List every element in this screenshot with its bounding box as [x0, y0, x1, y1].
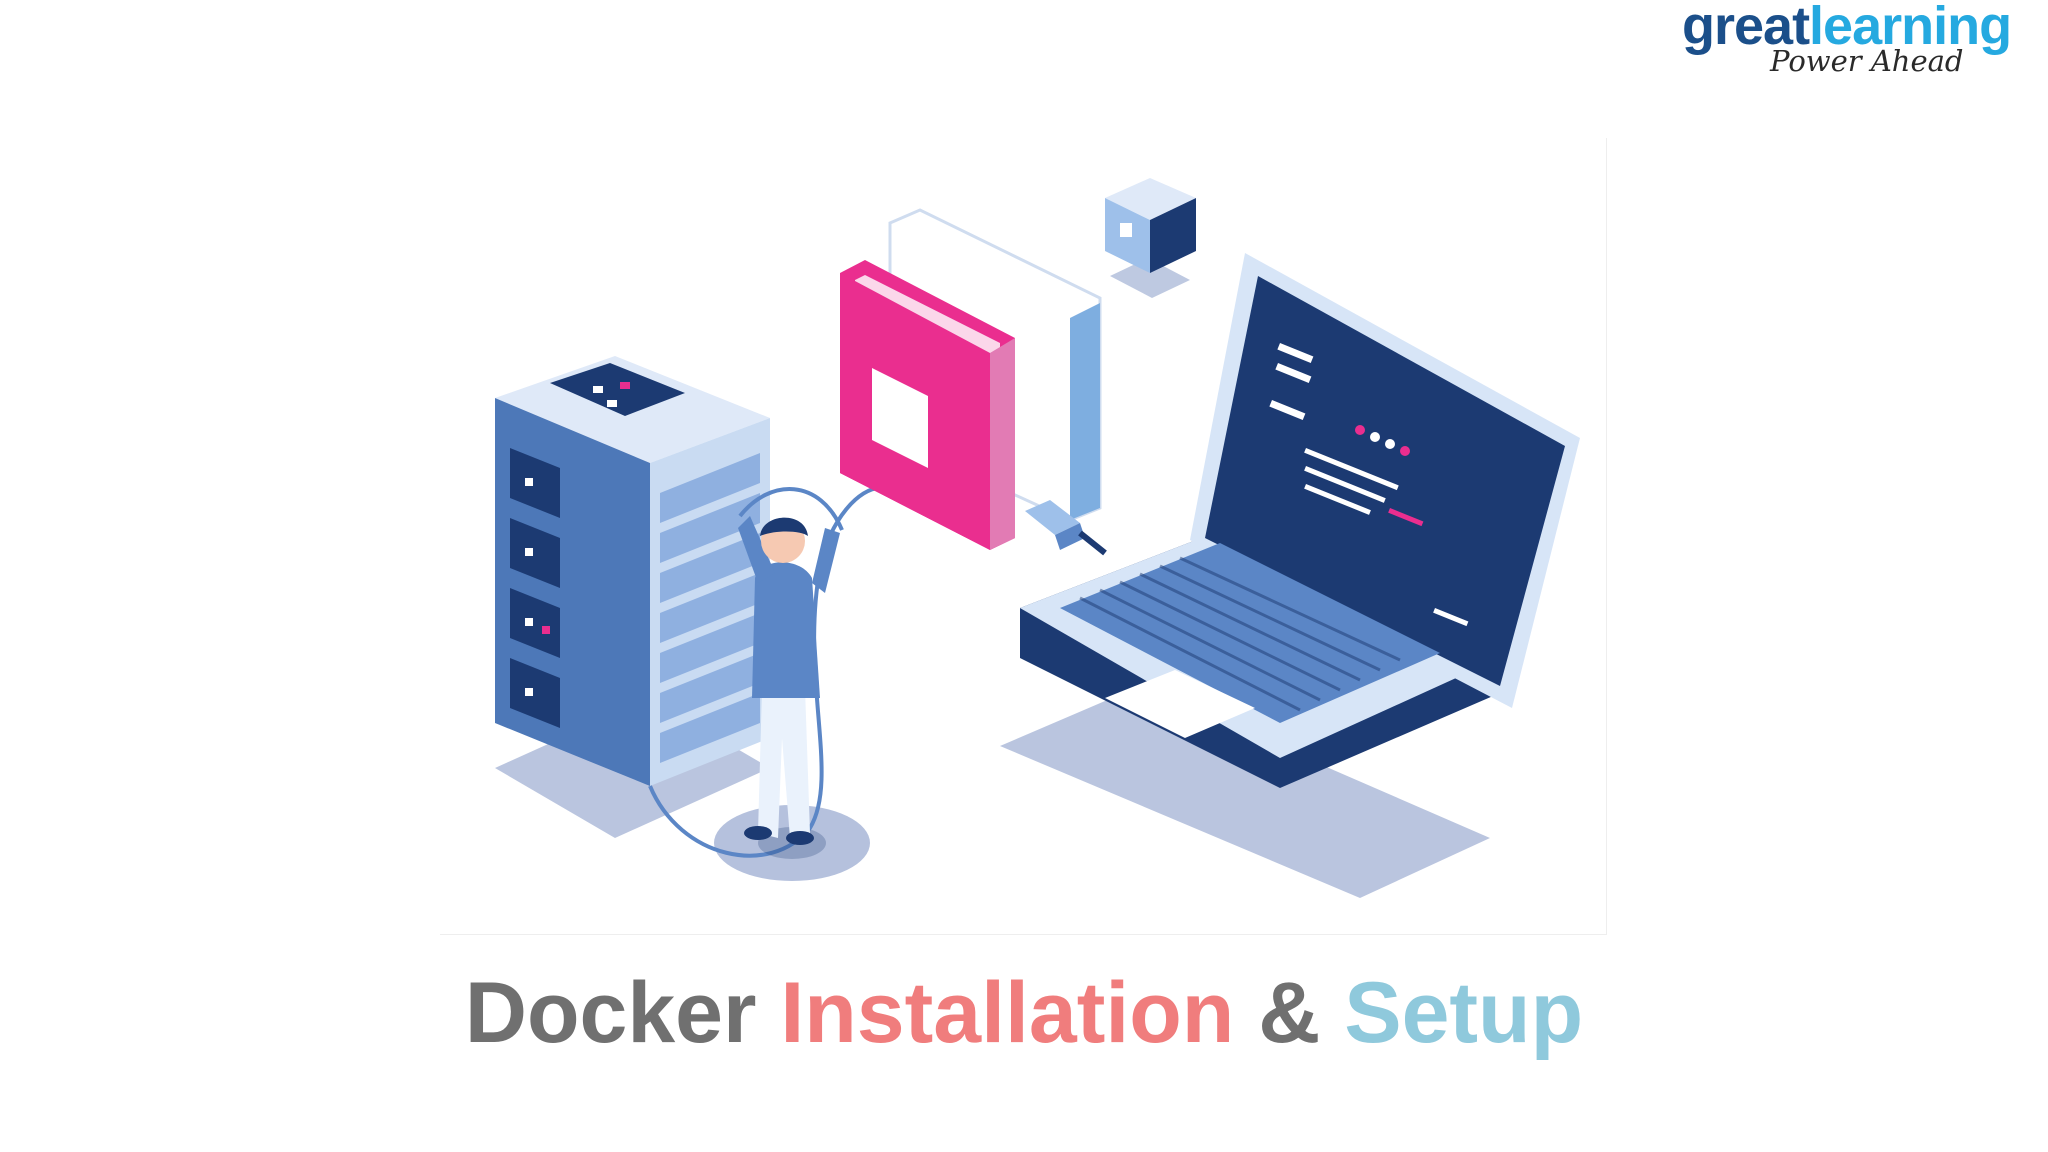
illustration-canvas: [495, 178, 1580, 898]
book-icon: [840, 208, 1102, 550]
brand-wordmark: greatlearning: [1682, 0, 2012, 56]
brand-tagline: Power Ahead: [1770, 44, 1964, 78]
title-word-setup: Setup: [1344, 965, 1584, 1061]
brand-logo: greatlearning Power Ahead: [1676, 0, 2048, 80]
plug-icon: [1025, 500, 1107, 556]
cable-line: [648, 486, 881, 858]
brand-wordmark-part1: great: [1682, 0, 1810, 56]
server-rack-icon: [495, 356, 770, 786]
cube-icon: [1105, 178, 1196, 273]
brand-wordmark-part2: learning: [1809, 0, 2012, 56]
title-word-installation: Installation: [780, 965, 1235, 1061]
title-word-ampersand: &: [1258, 965, 1321, 1061]
laptop-icon: [1020, 253, 1580, 788]
page-title: Docker Installation & Setup: [0, 958, 2048, 1068]
hero-illustration: [440, 138, 1607, 935]
title-word-docker: Docker: [464, 965, 757, 1061]
person-icon: [738, 487, 844, 859]
